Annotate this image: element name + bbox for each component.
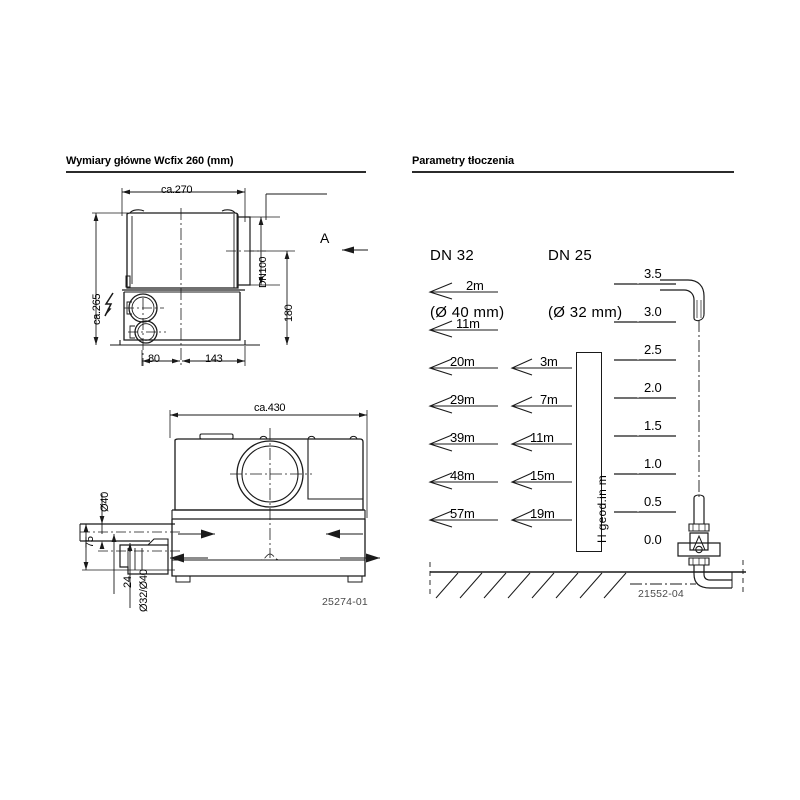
dn32-name: DN 32 [430, 247, 475, 264]
front-height-label: ca.265 [91, 293, 103, 325]
front-width-label: ca.270 [161, 184, 193, 196]
level-label-4: 1.5 [644, 418, 662, 433]
left-section-title: Wymiary główne Wcfix 260 (mm) [66, 155, 234, 167]
dn32-arrow-group [424, 275, 504, 565]
dn25-distance-6: 19m [530, 506, 555, 521]
side-outlet-label: Ø32/Ø40 [138, 569, 150, 612]
view-marker-a: A [320, 230, 330, 246]
dn25-distance-4: 11m [530, 430, 554, 445]
dn32-distance-1: 11m [456, 316, 480, 331]
dn25-distance-5: 15m [530, 468, 555, 483]
h-geod-axis-box: H geod.in m [576, 352, 609, 552]
dn25-distance-3: 7m [540, 392, 558, 407]
right-section-rule [412, 171, 734, 173]
dn25-diameter: (Ø 32 mm) [548, 304, 623, 321]
level-label-5: 1.0 [644, 456, 662, 471]
dn32-distance-0: 2m [466, 278, 484, 293]
level-scale-group [614, 272, 700, 562]
h-geod-axis-label: H geod.in m [595, 475, 609, 543]
side-inlet-label: Ø40 [99, 492, 111, 512]
left-section-rule [66, 171, 366, 173]
left-drawing-number: 25274-01 [322, 596, 368, 608]
dn32-diameter: (Ø 40 mm) [430, 304, 505, 321]
side-inlet-height-label: 75 [84, 536, 96, 548]
front-view-drawing [80, 180, 380, 370]
level-label-0: 3.5 [644, 266, 662, 281]
level-label-6: 0.5 [644, 494, 662, 509]
level-label-3: 2.0 [644, 380, 662, 395]
dn32-distance-4: 39m [450, 430, 475, 445]
dn25-distance-2: 3m [540, 354, 558, 369]
dn25-arrow-group [506, 351, 578, 566]
level-label-7: 0.0 [644, 532, 662, 547]
dn32-distance-2: 20m [450, 354, 475, 369]
outlet-height-label: 180 [283, 304, 295, 322]
dn32-distance-5: 48m [450, 468, 475, 483]
dn25-name: DN 25 [548, 247, 593, 264]
base-right-label: 143 [205, 353, 223, 365]
dn32-distance-3: 29m [450, 392, 475, 407]
riser-pipe-assembly [660, 262, 750, 592]
side-view-drawing [80, 398, 380, 608]
side-offset-label: 24 [122, 576, 134, 588]
level-label-1: 3.0 [644, 304, 662, 319]
side-length-label: ca.430 [254, 402, 286, 414]
level-label-2: 2.5 [644, 342, 662, 357]
dn25-heading: DN 25 (Ø 32 mm) [548, 208, 622, 360]
dn32-heading: DN 32 (Ø 40 mm) [430, 208, 504, 360]
dn32-distance-6: 57m [450, 506, 475, 521]
ground-hatching [430, 568, 750, 608]
base-left-label: 80 [148, 353, 160, 365]
right-drawing-number: 21552-04 [638, 588, 684, 600]
outlet-dn-label: DN100 [257, 256, 269, 288]
right-section-title: Parametry tłoczenia [412, 155, 515, 167]
